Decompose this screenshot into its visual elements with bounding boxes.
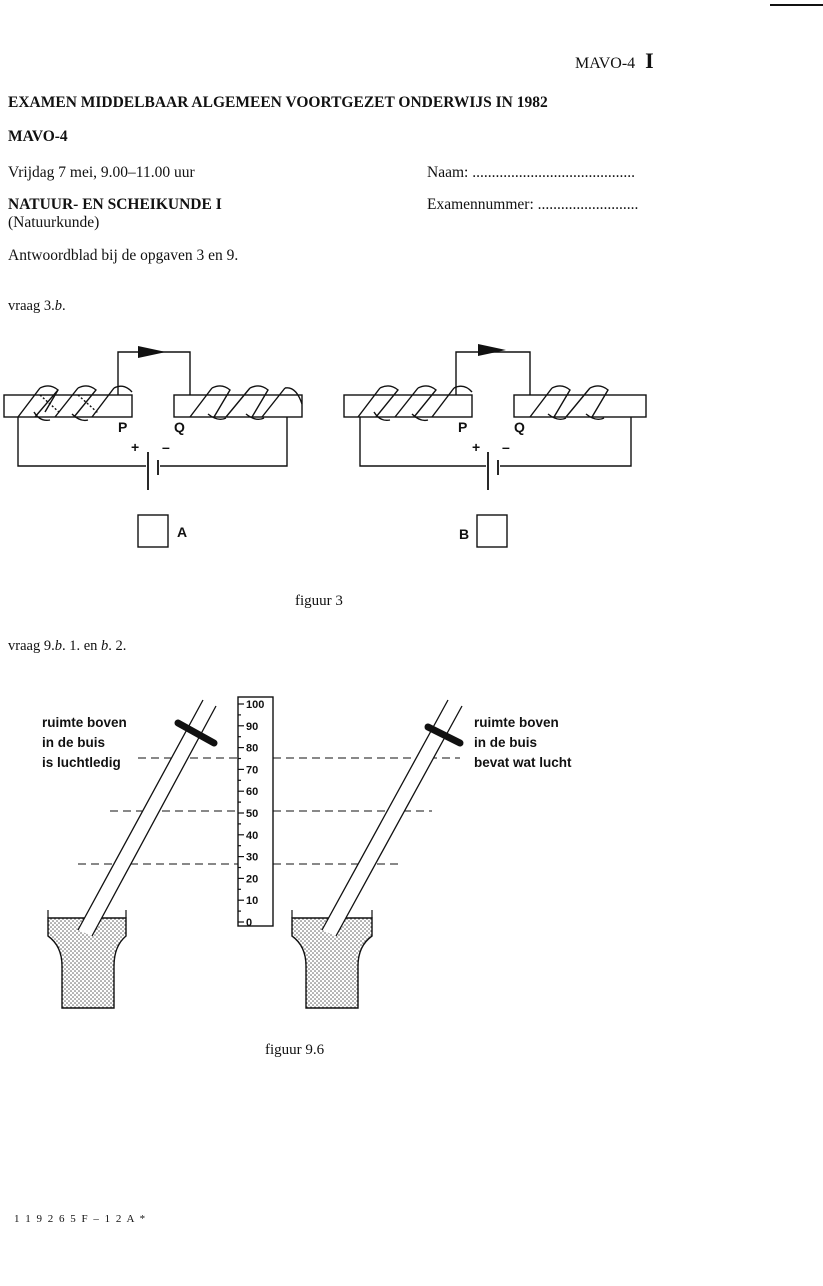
pole-p-a: P [118, 419, 127, 435]
answer-box-b[interactable] [476, 514, 508, 548]
coil-left-a [17, 385, 133, 422]
scale-label: 20 [246, 873, 258, 885]
bottom-right-wire-b [500, 417, 632, 467]
subject-title: NATUUR- EN SCHEIKUNDE I [8, 196, 222, 213]
bottom-left-wire-a [17, 417, 146, 467]
clamp-right [424, 723, 464, 747]
core-left-b [343, 394, 473, 418]
mercury-bowl-right [291, 917, 373, 1009]
box-label-a: A [177, 524, 187, 540]
scale-label: 90 [246, 721, 258, 733]
part-numeral: I [645, 48, 654, 73]
current-arrow-b [478, 344, 506, 356]
left-label-line-2: in de buis [42, 735, 105, 750]
minus-sign-a: – [162, 439, 170, 455]
current-arrow-a [138, 346, 166, 358]
exam-title: EXAMEN MIDDELBAAR ALGEMEEN VOORTGEZET ON… [8, 94, 548, 111]
scale-label: 100 [246, 699, 264, 711]
right-label-line-2: in de buis [474, 735, 537, 750]
coil-right-b [529, 385, 609, 421]
scale-label: 60 [246, 786, 258, 798]
top-edge-rule [770, 4, 823, 6]
exam-code: MAVO-4 [575, 55, 636, 72]
plus-sign-a: + [131, 439, 139, 455]
answer-box-a[interactable] [137, 514, 169, 548]
scale-label: 70 [246, 764, 258, 776]
coil-right-a [189, 385, 303, 421]
name-field: Naam: ..................................… [427, 164, 635, 181]
plus-sign-b: + [472, 439, 480, 455]
clamp-left [174, 719, 218, 747]
question-3-label: vraag 3.b. [8, 298, 66, 314]
barometer-tube-left [77, 699, 218, 937]
subject-subtitle: (Natuurkunde) [8, 214, 100, 231]
left-label-line-1: ruimte boven [42, 715, 127, 730]
figure-9-6-caption: figuur 9.6 [265, 1042, 325, 1058]
scale-label: 10 [246, 895, 258, 907]
level-lines [78, 757, 460, 865]
box-label-b: B [459, 526, 469, 542]
scale-label: 40 [246, 830, 258, 842]
pole-q-b: Q [514, 419, 525, 435]
core-right-a [173, 394, 303, 418]
scale-label: 0 [246, 917, 252, 929]
left-label-line-3: is luchtledig [42, 755, 121, 770]
question-9-label: vraag 9.b. 1. en b. 2. [8, 638, 127, 654]
figure-3-caption: figuur 3 [295, 593, 343, 609]
coil-left-b [357, 385, 473, 422]
mercury-bowl-left [47, 917, 127, 1009]
circuit-a [3, 351, 303, 548]
footer-code: 1 1 9 2 6 5 F – 1 2 A * [14, 1213, 147, 1225]
bottom-right-wire-a [160, 417, 288, 467]
scale-label: 50 [246, 808, 258, 820]
scale-label: 30 [246, 852, 258, 864]
bottom-left-wire-b [359, 417, 486, 467]
pole-q-a: Q [174, 419, 185, 435]
answer-sheet-intro: Antwoordblad bij de opgaven 3 en 9. [8, 247, 239, 264]
exam-level: MAVO-4 [8, 128, 68, 145]
exam-number-field: Examennummer: .......................... [427, 196, 639, 213]
scale-ticks [238, 703, 244, 923]
core-left-a [3, 394, 133, 418]
right-label-line-1: ruimte boven [474, 715, 559, 730]
right-label-line-3: bevat wat lucht [474, 755, 572, 770]
measuring-scale [237, 696, 274, 927]
core-right-b [513, 394, 647, 418]
circuit-b [343, 351, 647, 548]
scale-label: 80 [246, 743, 258, 755]
barometer-tube-right [321, 699, 464, 937]
pole-p-b: P [458, 419, 467, 435]
page-header-code: MAVO-4 I [575, 48, 654, 74]
exam-date: Vrijdag 7 mei, 9.00–11.00 uur [8, 164, 195, 181]
minus-sign-b: – [502, 439, 510, 455]
